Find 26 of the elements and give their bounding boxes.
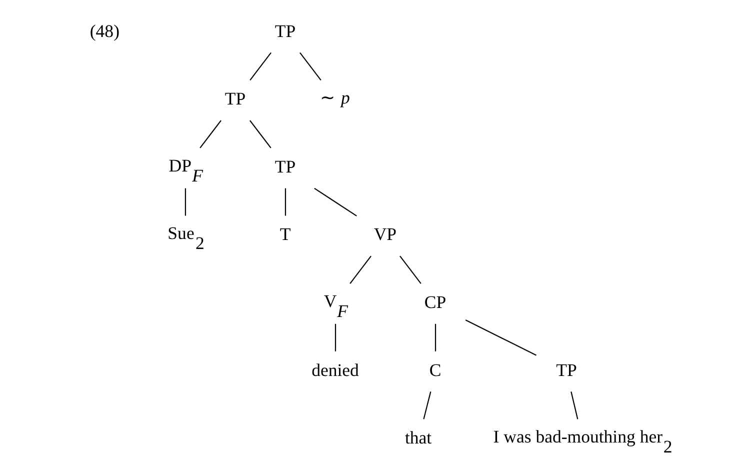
node-text: C xyxy=(429,360,442,380)
node-text: that xyxy=(404,428,432,448)
connector xyxy=(184,188,186,216)
node-text: T xyxy=(280,224,291,244)
node-text: TP xyxy=(556,360,577,380)
connector xyxy=(350,256,372,284)
connector xyxy=(434,324,436,352)
connector xyxy=(334,324,336,352)
node-text: VP xyxy=(374,224,397,244)
connector xyxy=(200,120,222,148)
connector xyxy=(570,392,578,420)
label: (48) xyxy=(90,20,120,41)
connector xyxy=(250,52,272,80)
node-text: denied xyxy=(312,360,359,380)
node-text: ∼ p xyxy=(320,88,350,108)
node-text: CP xyxy=(424,292,446,312)
connector xyxy=(400,256,422,284)
connector xyxy=(284,188,286,216)
node-text: TP xyxy=(274,20,296,41)
connector xyxy=(250,120,272,148)
connector xyxy=(465,319,536,356)
node-text: TP xyxy=(274,156,296,176)
connector xyxy=(300,52,322,80)
connector xyxy=(314,188,357,216)
node-text: TP xyxy=(224,88,246,109)
connector xyxy=(423,392,432,420)
